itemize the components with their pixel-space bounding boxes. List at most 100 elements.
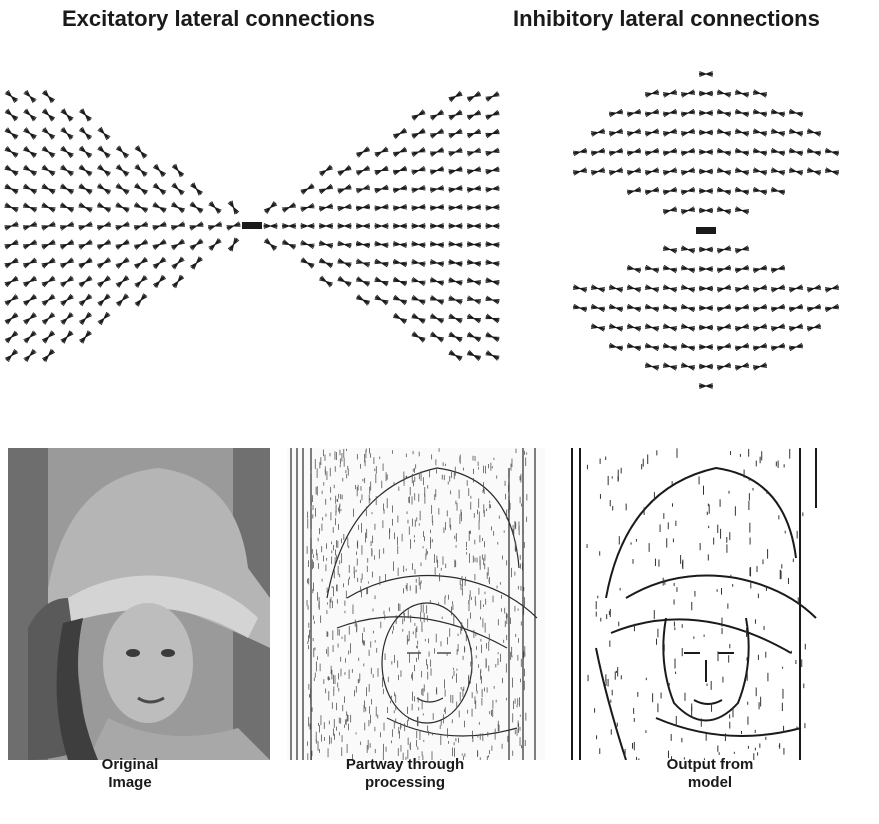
connection-glyph [735,265,750,273]
connection-glyph [60,258,75,269]
connection-glyph [4,312,18,324]
connection-glyph [699,325,713,330]
connection-glyph [411,185,426,192]
connection-glyph [717,265,732,273]
connection-glyph [78,222,93,231]
connection-glyph [735,168,750,176]
connection-glyph [699,150,713,155]
inhibitory-center-unit [696,227,716,234]
connection-glyph [681,207,696,215]
connection-glyph [663,304,678,312]
connection-glyph [591,168,606,176]
connection-glyph [467,242,481,248]
connection-glyph [467,148,482,157]
connection-glyph [627,168,642,176]
connection-glyph [467,110,482,120]
connection-glyph [356,259,371,268]
connection-glyph [5,109,19,122]
connection-glyph [609,148,624,156]
connection-glyph [609,304,624,312]
connection-glyph [300,240,315,249]
connection-glyph [23,184,38,195]
connection-glyph [23,294,37,306]
connection-glyph [228,200,239,214]
connection-glyph [356,276,371,286]
connection-glyph [699,130,713,135]
connection-glyph [609,129,624,137]
connection-glyph [97,275,111,287]
connection-glyph [645,324,660,332]
connection-glyph [41,258,56,269]
connection-glyph [282,202,297,212]
connection-glyph [134,257,148,269]
connection-glyph [374,241,388,248]
connection-glyph [753,168,768,176]
connection-glyph [23,90,36,103]
connection-glyph [735,246,750,254]
connection-glyph [627,187,642,195]
connection-glyph [681,168,696,176]
connection-glyph [356,241,371,248]
connection-glyph [337,165,352,176]
connection-glyph [485,91,500,101]
connection-glyph [23,165,37,176]
connection-glyph [300,257,315,268]
connection-glyph [319,165,333,177]
connection-glyph [356,146,371,157]
caption-original-image: Original Image [80,756,180,792]
connection-glyph [609,168,624,176]
connection-glyph [663,90,678,98]
connection-glyph [735,109,750,117]
connection-glyph [825,285,840,293]
connection-glyph [663,187,678,195]
connection-glyph [42,127,56,140]
connection-glyph [771,109,786,117]
connection-glyph [753,129,768,137]
connection-glyph [300,203,315,212]
connection-glyph [485,205,499,211]
connection-glyph [717,148,732,156]
connection-glyph [411,313,426,323]
connection-glyph [282,224,296,229]
connection-glyph [591,324,606,332]
connection-glyph [337,184,352,193]
connection-glyph [356,204,371,211]
connection-glyph [663,343,678,351]
connection-glyph [42,330,55,343]
connection-glyph [717,207,732,215]
connection-glyph [374,147,389,158]
connection-glyph [319,258,334,268]
connection-glyph [717,246,732,254]
connection-glyph [753,363,768,371]
connection-glyph [627,304,642,312]
connection-glyph [393,166,408,175]
connection-glyph [735,187,750,195]
connection-glyph [116,275,130,288]
connection-glyph [115,202,130,212]
connection-glyph [789,304,804,312]
connection-glyph [97,202,112,212]
connection-glyph [152,239,167,250]
connection-glyph [42,312,56,325]
connection-glyph [627,324,642,332]
connection-glyph [60,312,74,325]
connection-glyph [771,324,786,332]
connection-glyph [609,324,624,332]
connection-glyph [172,164,185,178]
connection-glyph [663,207,678,215]
connection-glyph [681,285,696,293]
connection-glyph [41,222,56,231]
connection-glyph [467,332,482,342]
connection-glyph [609,343,624,351]
connection-glyph [735,129,750,137]
connection-glyph [375,224,389,229]
connection-glyph [717,304,732,312]
connection-glyph [41,240,56,250]
connection-glyph [430,128,445,138]
connection-glyph [430,185,445,192]
connection-glyph [152,222,167,231]
connection-glyph [771,343,786,351]
connection-glyph [717,187,732,195]
connection-glyph [356,185,371,194]
connection-glyph [374,166,389,175]
